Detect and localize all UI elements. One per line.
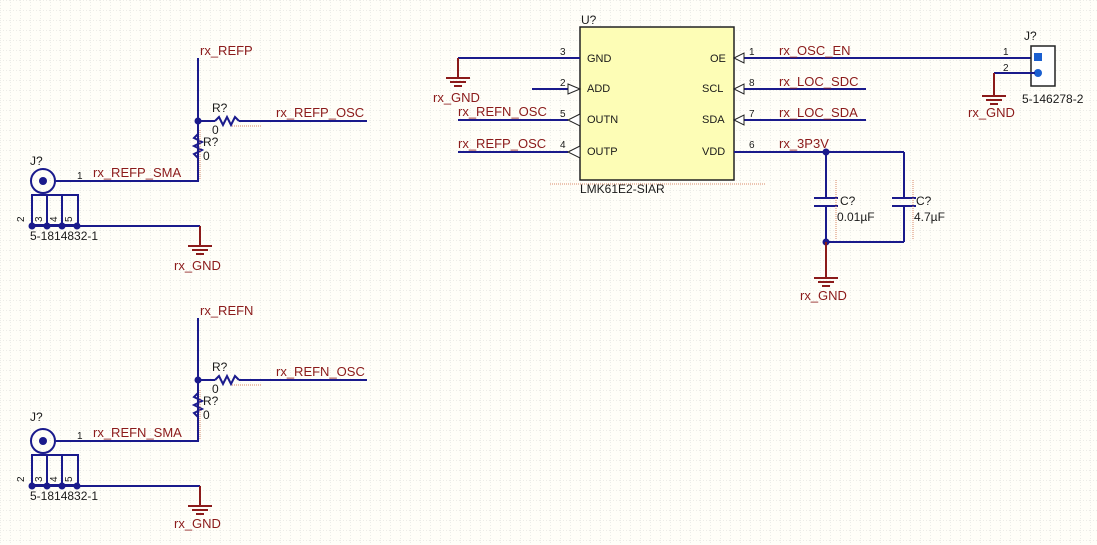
net-label-refp-sma: rx_REFP_SMA: [93, 165, 181, 180]
ic-right-wiring: rx_OSC_EN rx_LOC_SDC rx_LOC_SDA rx_3P3V …: [732, 43, 1035, 303]
sma-gnd-pin-2: 2: [16, 216, 27, 222]
ic-pin-name-scl: SCL: [702, 83, 723, 95]
header-pin2-icon: [1034, 69, 1042, 77]
net-label-gnd: rx_GND: [433, 90, 480, 105]
sma-gnd-pin-4: 4: [49, 476, 60, 482]
sma-connector-icon: [30, 168, 56, 194]
net-label-loc-sdc: rx_LOC_SDC: [779, 74, 858, 89]
sma-gnd-pin-5: 5: [64, 476, 75, 482]
net-label-gnd: rx_GND: [174, 258, 221, 273]
ic-part-number: LMK61E2-SIAR: [580, 182, 665, 196]
oscillator-ic[interactable]: U? LMK61E2-SIAR GND ADD OUTN OUTP 3 2 5 …: [550, 13, 765, 196]
resistor-series-designator: R?: [212, 101, 228, 115]
junction-dot: [194, 376, 202, 384]
resistor-series-value: 0: [212, 382, 219, 396]
header-body[interactable]: [1030, 45, 1056, 87]
sma-block-refp: rx_REFP R? 0 rx_REFP_OSC R? 0 1 rx_REFP_…: [16, 43, 367, 273]
ic-pin-name-vdd: VDD: [702, 146, 725, 158]
ic-left-wiring: rx_GND rx_REFN_OSC rx_REFP_OSC: [433, 57, 582, 159]
resistor-shunt-value: 0: [203, 149, 210, 163]
header-pin1-icon: [1034, 53, 1042, 61]
ic-pin-num-1: 1: [749, 47, 755, 58]
resistor-shunt-value: 0: [203, 408, 210, 422]
ic-pin-num-3: 3: [560, 47, 566, 58]
sma-part-number: 5-1814832-1: [30, 489, 98, 503]
ic-pin-name-oe: OE: [710, 53, 726, 65]
pin-input-arrow-icon: [567, 83, 582, 95]
header-part-number: 5-146278-2: [1022, 92, 1084, 106]
sma-gnd-pin-5: 5: [64, 216, 75, 222]
cap2-designator: C?: [916, 194, 932, 208]
sma-gnd-pin-2: 2: [16, 476, 27, 482]
ic-pin-name-sda: SDA: [702, 114, 725, 126]
ic-pin-num-2: 2: [560, 78, 566, 89]
sma-signal-pin-number: 1: [77, 431, 83, 442]
ic-pin-name-add: ADD: [587, 83, 610, 95]
net-label-refn-osc: rx_REFN_OSC: [458, 104, 547, 119]
net-label-refn: rx_REFN: [200, 303, 253, 318]
sma-block-refn: rx_REFN R? 0 rx_REFN_OSC R? 0 1 rx_REFN_…: [16, 303, 367, 531]
net-label-refp-osc: rx_REFP_OSC: [276, 105, 364, 120]
net-label-loc-sda: rx_LOC_SDA: [779, 105, 858, 120]
sma-gnd-pin-3: 3: [34, 476, 45, 482]
resistor-series-designator: R?: [212, 360, 228, 374]
sma-designator: J?: [30, 154, 43, 168]
sma-gnd-pin-4: 4: [49, 216, 60, 222]
cap1-designator: C?: [840, 194, 856, 208]
net-label-osc-en: rx_OSC_EN: [779, 43, 851, 58]
resistor-series-value: 0: [212, 123, 219, 137]
pin-bidir-arrow-icon: [732, 83, 745, 95]
sma-connector-icon: [30, 428, 56, 454]
pin-bidir-arrow-icon: [732, 114, 745, 126]
net-label-refn-sma: rx_REFN_SMA: [93, 425, 182, 440]
sma-designator: J?: [30, 410, 43, 424]
net-label-refp: rx_REFP: [200, 43, 253, 58]
ic-designator: U?: [581, 13, 597, 27]
ic-pin-num-6: 6: [749, 140, 755, 151]
ic-pin-num-8: 8: [749, 78, 755, 89]
resistor-shunt-designator: R?: [203, 394, 219, 408]
net-label-gnd: rx_GND: [174, 516, 221, 531]
ic-pin-num-4: 4: [560, 140, 566, 151]
sma-signal-pin-number: 1: [77, 171, 83, 182]
header-connector[interactable]: J? 1 2 rx_GND 5-146278-2: [968, 29, 1084, 120]
junction-dot: [194, 117, 202, 125]
net-label-3p3v: rx_3P3V: [779, 136, 829, 151]
ic-pin-name-gnd: GND: [587, 53, 612, 65]
cap1-value: 0.01µF: [837, 210, 875, 224]
header-pin-num-2: 2: [1003, 63, 1009, 74]
net-label-gnd: rx_GND: [968, 105, 1015, 120]
net-label-gnd: rx_GND: [800, 288, 847, 303]
ic-pin-name-outn: OUTN: [587, 114, 618, 126]
net-label-refp-osc: rx_REFP_OSC: [458, 136, 546, 151]
header-designator: J?: [1024, 29, 1037, 43]
pin-output-arrow-icon: [566, 145, 581, 159]
header-pin-num-1: 1: [1003, 47, 1009, 58]
resistor-shunt-designator: R?: [203, 135, 219, 149]
ic-pin-num-7: 7: [749, 109, 755, 120]
ic-pin-name-outp: OUTP: [587, 146, 618, 158]
cap2-value: 4.7µF: [914, 210, 945, 224]
pin-input-arrow-icon: [732, 52, 745, 64]
ic-pin-num-5: 5: [560, 109, 566, 120]
sma-part-number: 5-1814832-1: [30, 229, 98, 243]
net-label-refn-osc: rx_REFN_OSC: [276, 364, 365, 379]
sma-gnd-pin-3: 3: [34, 216, 45, 222]
ic-body[interactable]: [579, 26, 735, 181]
pin-output-arrow-icon: [566, 113, 581, 127]
